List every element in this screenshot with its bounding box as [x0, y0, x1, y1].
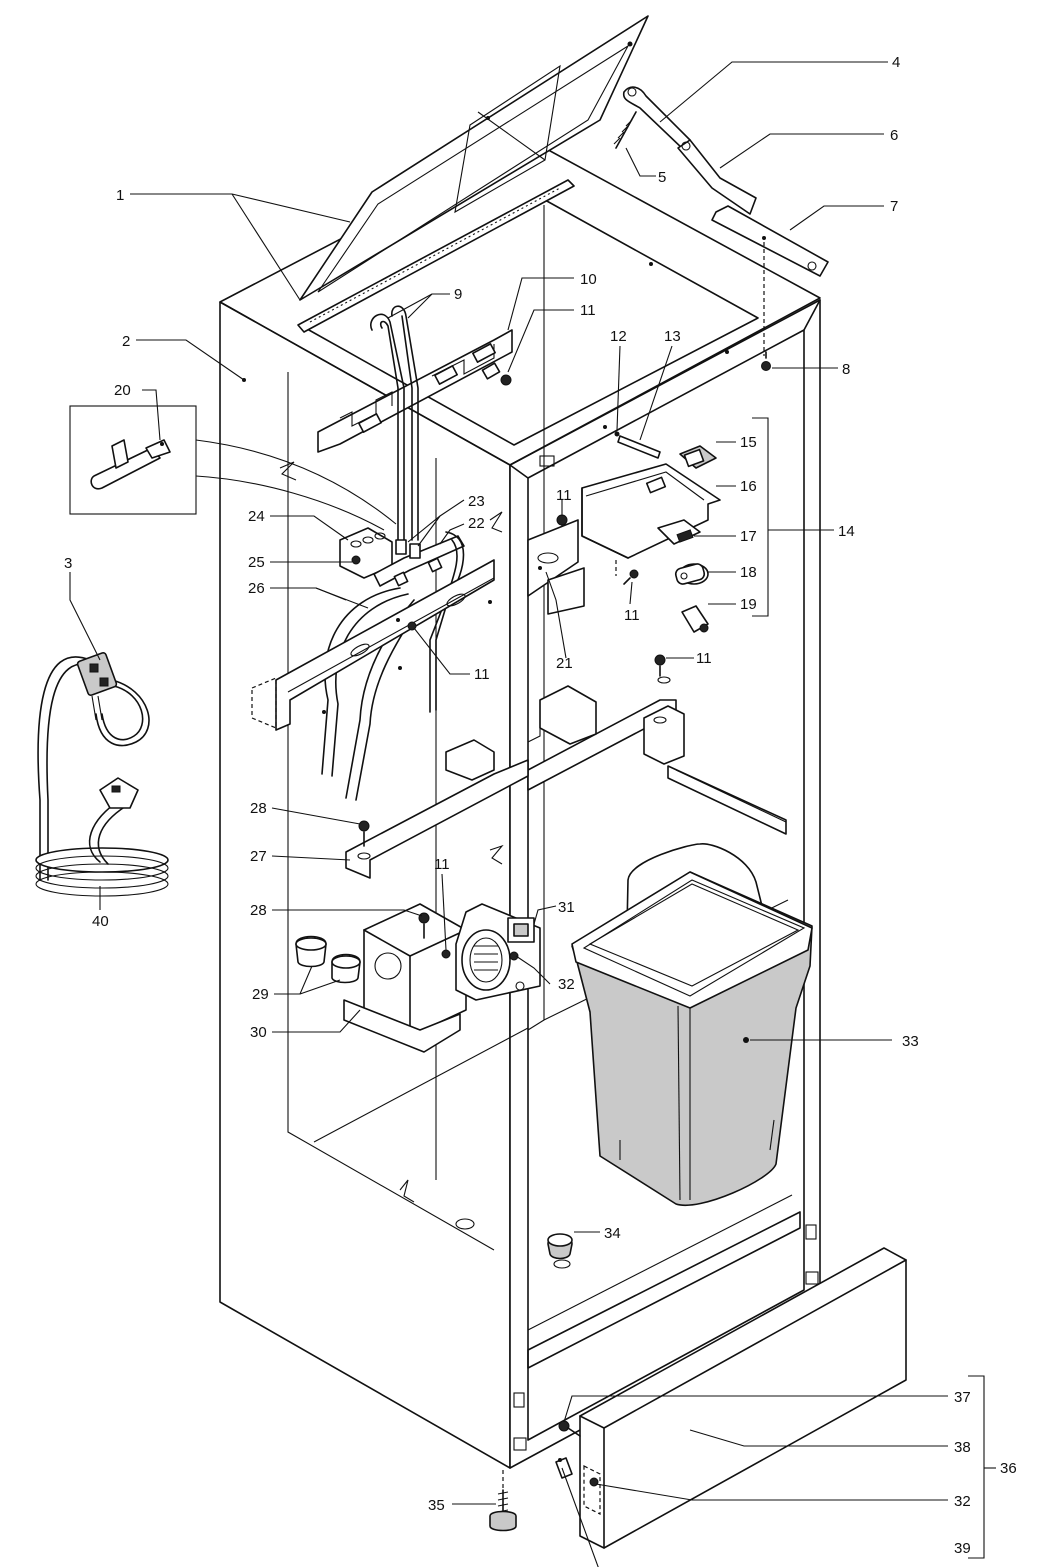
fan-assembly [295, 903, 541, 1053]
pin-parts [614, 431, 661, 459]
callout-37: 37 [954, 1389, 971, 1406]
leader-lines [69, 61, 948, 1567]
callout-35: 35 [428, 1497, 445, 1514]
callout-18: 18 [740, 564, 757, 581]
callout-13: 13 [664, 328, 681, 345]
callout-25: 25 [248, 554, 265, 571]
callout-9: 9 [454, 286, 462, 303]
callout-labels: 1 2 3 4 5 6 7 8 9 10 11 12 13 14 15 16 1… [64, 54, 1017, 1557]
callout-20: 20 [114, 382, 131, 399]
cross-beam [527, 654, 787, 835]
hinge-arm-parts [613, 86, 829, 371]
callout-26: 26 [248, 580, 265, 597]
callout-27: 27 [250, 848, 267, 865]
callout-23: 23 [468, 493, 485, 510]
callout-29: 29 [252, 986, 269, 1003]
callout-40: 40 [92, 913, 109, 930]
top-bracket-assembly [317, 305, 513, 541]
callout-4: 4 [892, 54, 900, 71]
callout-5: 5 [658, 169, 666, 186]
callout-24: 24 [248, 508, 265, 525]
connector-inset [69, 405, 397, 531]
callout-15: 15 [740, 434, 757, 451]
callout-32-kick: 32 [954, 1493, 971, 1510]
callout-2: 2 [122, 333, 130, 350]
callout-34: 34 [604, 1225, 621, 1242]
callout-6: 6 [890, 127, 898, 144]
callout-11-box: 11 [556, 487, 572, 504]
bucket [571, 843, 813, 1207]
callout-16: 16 [740, 478, 757, 495]
callout-30: 30 [250, 1024, 267, 1041]
callout-39: 39 [954, 1540, 971, 1557]
callout-1: 1 [116, 187, 124, 204]
callout-11-screw: 11 [624, 607, 640, 624]
callout-38: 38 [954, 1439, 971, 1456]
callout-7: 7 [890, 198, 898, 215]
control-box-assembly [527, 445, 721, 633]
foot-part [547, 1233, 573, 1269]
lower-beam [345, 739, 529, 879]
callout-22: 22 [468, 515, 485, 532]
callout-28-upper: 28 [250, 800, 267, 817]
callout-21: 21 [556, 655, 573, 672]
power-cord [35, 652, 169, 897]
callout-32-fan: 32 [558, 976, 575, 993]
callout-8: 8 [842, 361, 850, 378]
valve-assembly [251, 527, 495, 801]
callout-28-lower: 28 [250, 902, 267, 919]
callout-36: 36 [1000, 1460, 1017, 1477]
callout-11-beam: 11 [696, 650, 712, 667]
kickplate-assembly [489, 1247, 907, 1549]
callout-14: 14 [838, 523, 855, 540]
callout-33: 33 [902, 1033, 919, 1050]
callout-17: 17 [740, 528, 757, 545]
callout-11-valve: 11 [474, 666, 490, 683]
callout-11-top: 11 [580, 302, 596, 319]
callout-31: 31 [558, 899, 575, 916]
callout-3: 3 [64, 555, 72, 572]
callout-19: 19 [740, 596, 757, 613]
callout-11-fan: 11 [434, 856, 450, 873]
group-brackets [752, 417, 996, 1559]
callout-12: 12 [610, 328, 627, 345]
lid-assembly [297, 15, 649, 333]
callout-10: 10 [580, 271, 597, 288]
